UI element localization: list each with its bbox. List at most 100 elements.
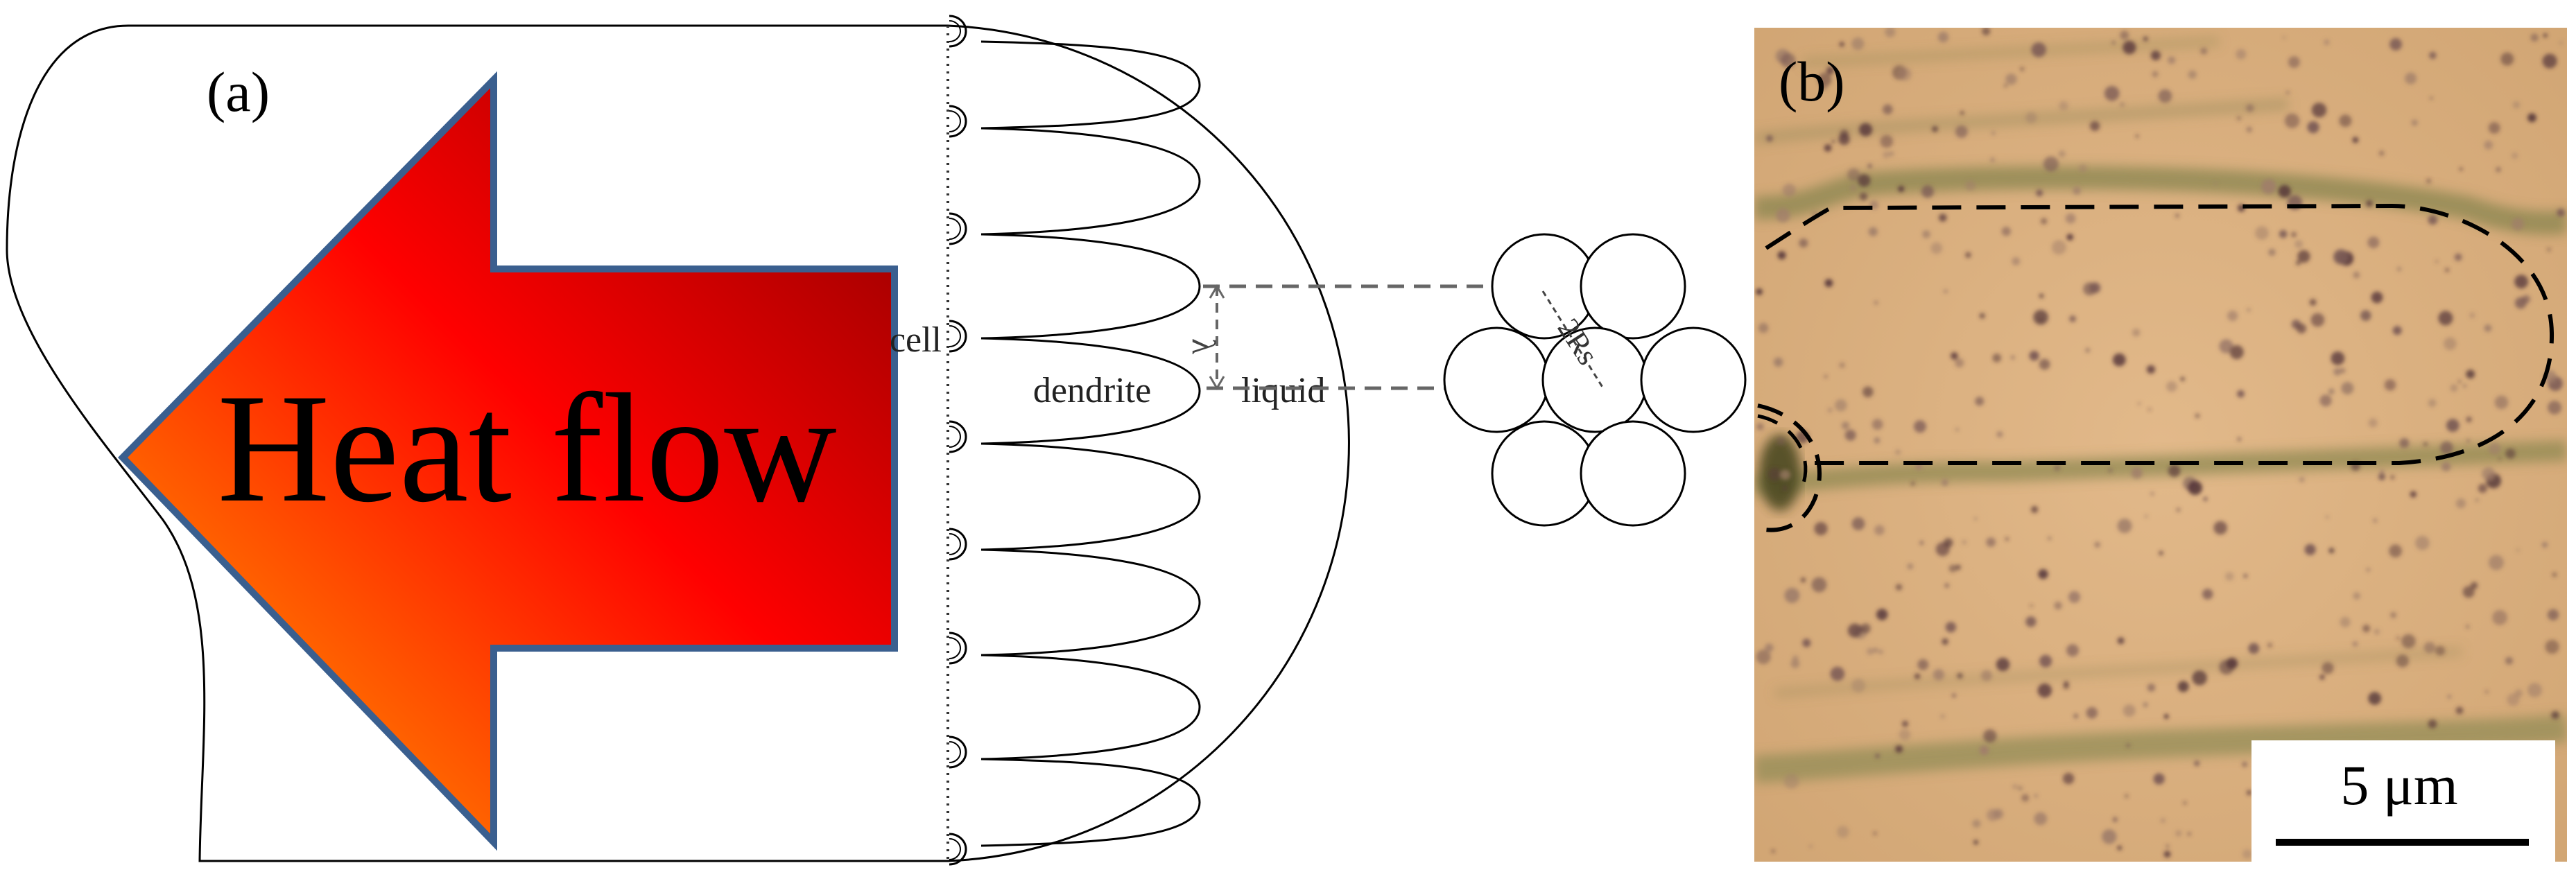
dendrite-lobe [980,233,1201,340]
speckle [2498,457,2501,460]
speckle [2411,119,2418,126]
speckle [2505,449,2516,459]
speckle [2396,266,2402,272]
speckle [2227,310,2238,322]
speckle [2192,670,2207,686]
speckle [1809,844,1813,848]
speckle [2226,657,2238,670]
speckle [1991,131,1996,136]
speckle [2003,84,2007,87]
speckle [1858,174,1871,187]
dendrite-array [949,15,1201,866]
speckle [2462,384,2467,388]
speckle [2029,351,2039,361]
speckle [1944,583,1950,588]
speckle [2352,137,2359,143]
speckle [1827,408,1833,413]
speckle [1965,180,1976,191]
speckle [1955,358,1964,368]
speckle [2516,548,2520,552]
speckle [2120,102,2125,107]
speckle [1782,183,1796,197]
speckle [2339,114,2352,128]
speckle [1960,111,1964,115]
cell-cap [949,632,967,665]
speckle [2466,417,2472,423]
speckle [1773,357,1783,367]
speckle [2396,654,2409,668]
speckle [1962,539,1967,545]
speckle [2492,609,2508,625]
speckle [2039,293,2044,299]
speckle [2471,582,2478,589]
speckle [1790,659,1800,668]
speckle [2137,402,2141,406]
cell-cap-inner [949,741,961,763]
speckle [1756,288,1763,295]
speckle [2284,113,2300,128]
speckle [1814,522,1828,536]
speckle [1907,563,1914,570]
heat-flow-label: Heat flow [217,361,836,534]
speckle [1937,31,1949,43]
speckle [1898,186,1905,192]
speckle [1945,622,1957,633]
speckle [2033,309,2048,325]
speckle [2319,675,2325,680]
speckle [2548,401,2562,415]
speckle [2373,518,2378,523]
speckle [2340,367,2346,374]
speckle [2309,299,2317,306]
speckle [1981,670,1992,681]
packing-circle [1580,420,1686,527]
speckle [2294,240,2303,249]
speckle [1830,666,1845,681]
speckle [1841,421,1850,430]
speckle [2025,616,2037,627]
cell-cap [949,833,967,866]
speckle [1982,28,1991,36]
speckle [2547,247,2551,252]
speckle [2153,773,2165,785]
speckle [2021,794,2030,802]
speckle [1987,808,1999,821]
speckle [1955,125,1968,138]
speckle [2031,42,2046,58]
speckle [2117,845,2123,851]
dendrite-lobe [980,337,1201,445]
speckle [2455,706,2464,715]
speckle [2089,282,2101,294]
speckle [2065,213,2076,224]
speckle [2120,31,2129,40]
speckle [2333,367,2342,376]
speckle [1851,37,1865,51]
speckle [2144,514,2148,519]
packing-circle [1443,327,1550,433]
speckle [2040,218,2048,225]
speckle [2152,71,2159,78]
speckle [1933,669,1945,681]
cell-cap-inner [949,218,961,240]
speckle [2415,535,2430,550]
speckle [1873,647,1878,653]
speckle [2446,419,2460,433]
speckle [2159,550,2163,556]
speckle [1979,745,1989,756]
speckle [2176,507,2181,512]
speckle [2166,381,2177,392]
speckle [2237,116,2241,121]
speckle [2187,832,2191,836]
cell-cap-inner [949,637,961,659]
speckle [1851,517,1865,530]
speckle [2390,475,2395,480]
speckle [1777,437,1786,446]
speckle [1868,227,1878,236]
speckle [2247,308,2251,312]
speckle [2310,313,2325,327]
speckle [2438,311,2453,326]
speckle [2168,464,2181,477]
speckle [2396,636,2400,640]
dendrite-lobe [980,127,1201,236]
speckle [2484,324,2492,332]
speckle [2466,439,2471,443]
